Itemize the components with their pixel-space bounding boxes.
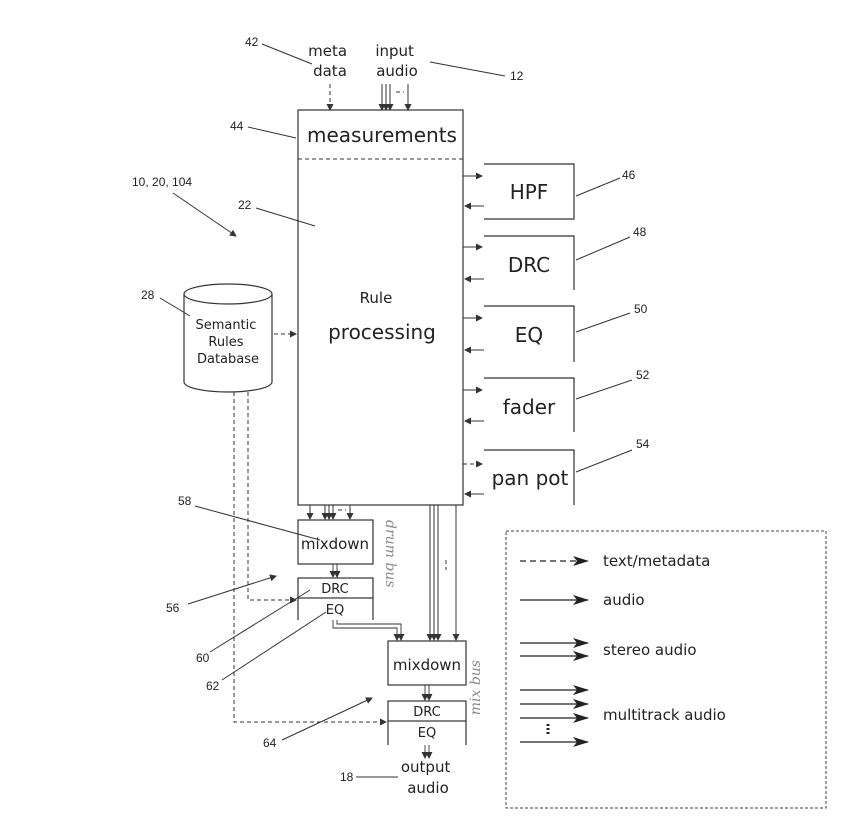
semantic-rules-database: Semantic Rules Database bbox=[183, 283, 273, 393]
legend-stereo-audio: stereo audio bbox=[520, 638, 697, 661]
ref-50: 50 bbox=[634, 302, 648, 316]
mix-eq-label: EQ bbox=[418, 726, 436, 741]
ref-42: 42 bbox=[245, 35, 259, 49]
drum-to-mix-stereo-arrow bbox=[332, 620, 405, 641]
ref-52: 52 bbox=[636, 368, 650, 382]
rules-to-mix-mixdown-arrows bbox=[426, 505, 460, 641]
drc-block: DRC bbox=[463, 235, 575, 290]
ref-60: 60 bbox=[196, 651, 210, 665]
ref-46: 46 bbox=[622, 168, 636, 182]
legend-multitrack-audio: multitrack audio bbox=[520, 685, 726, 747]
processing-label: processing bbox=[328, 320, 436, 344]
svg-text:text/metadata: text/metadata bbox=[603, 552, 710, 570]
mix-mixdown-label: mixdown bbox=[393, 656, 461, 674]
legend-audio: audio bbox=[520, 591, 645, 609]
mix-mixdown-block bbox=[387, 640, 467, 686]
mix-bus-label: mix bus bbox=[468, 660, 484, 715]
rules-to-drum-mixdown-arrows bbox=[306, 505, 354, 520]
mix-drc-block bbox=[387, 700, 467, 722]
ref-10-20-104: 10, 20, 104 bbox=[132, 175, 192, 189]
drum-drc-label: DRC bbox=[321, 582, 348, 597]
drum-eq-block bbox=[297, 598, 374, 620]
drum-bus-label: drum bus bbox=[382, 520, 398, 588]
ref-54: 54 bbox=[636, 437, 650, 451]
svg-text:audio: audio bbox=[603, 591, 645, 609]
drum-mixdown-block bbox=[297, 519, 374, 565]
mix-eq-block bbox=[387, 721, 467, 745]
svg-text:pan pot: pan pot bbox=[492, 466, 569, 490]
legend-box bbox=[505, 530, 827, 809]
svg-text:Semantic Rules Dat: Semantic Rules Database bbox=[195, 318, 260, 367]
drum-drc-block bbox=[297, 577, 374, 599]
ref-44: 44 bbox=[230, 119, 244, 133]
database-to-mix-drc-arrow bbox=[233, 392, 387, 726]
ref-22: 22 bbox=[238, 198, 252, 212]
ref-62: 62 bbox=[206, 679, 220, 693]
svg-text:fader: fader bbox=[503, 395, 556, 419]
pan-pot-block: pan pot bbox=[463, 449, 575, 505]
hpf-block: HPF bbox=[463, 163, 575, 220]
input-audio-arrows bbox=[378, 84, 412, 111]
legend-text-metadata: text/metadata bbox=[520, 552, 710, 570]
svg-text:DRC: DRC bbox=[508, 253, 550, 277]
ref-56: 56 bbox=[166, 601, 180, 615]
mix-drc-label: DRC bbox=[413, 705, 440, 720]
database-to-drum-drc-arrow bbox=[247, 392, 297, 604]
svg-text:stereo audio: stereo audio bbox=[603, 641, 697, 659]
meta-data-label: meta data bbox=[308, 42, 352, 80]
rule-label: Rule bbox=[360, 289, 393, 307]
svg-text:multitrack audio: multitrack audio bbox=[603, 706, 726, 724]
rule-processing-block bbox=[297, 109, 464, 506]
svg-text:EQ: EQ bbox=[515, 323, 543, 347]
eq-block: EQ bbox=[463, 305, 575, 362]
ref-18: 18 bbox=[340, 770, 354, 784]
ref-48: 48 bbox=[633, 225, 647, 239]
ref-64: 64 bbox=[263, 736, 277, 750]
ref-28: 28 bbox=[141, 288, 155, 302]
output-audio-label: output audio bbox=[401, 758, 455, 797]
measurements-label: measurements bbox=[307, 123, 457, 147]
svg-text:HPF: HPF bbox=[510, 180, 549, 204]
fader-block: fader bbox=[463, 377, 575, 432]
drum-eq-label: EQ bbox=[326, 603, 344, 618]
input-audio-label: input audio bbox=[375, 42, 418, 80]
ref-58: 58 bbox=[178, 494, 192, 508]
ref-12: 12 bbox=[510, 69, 524, 83]
